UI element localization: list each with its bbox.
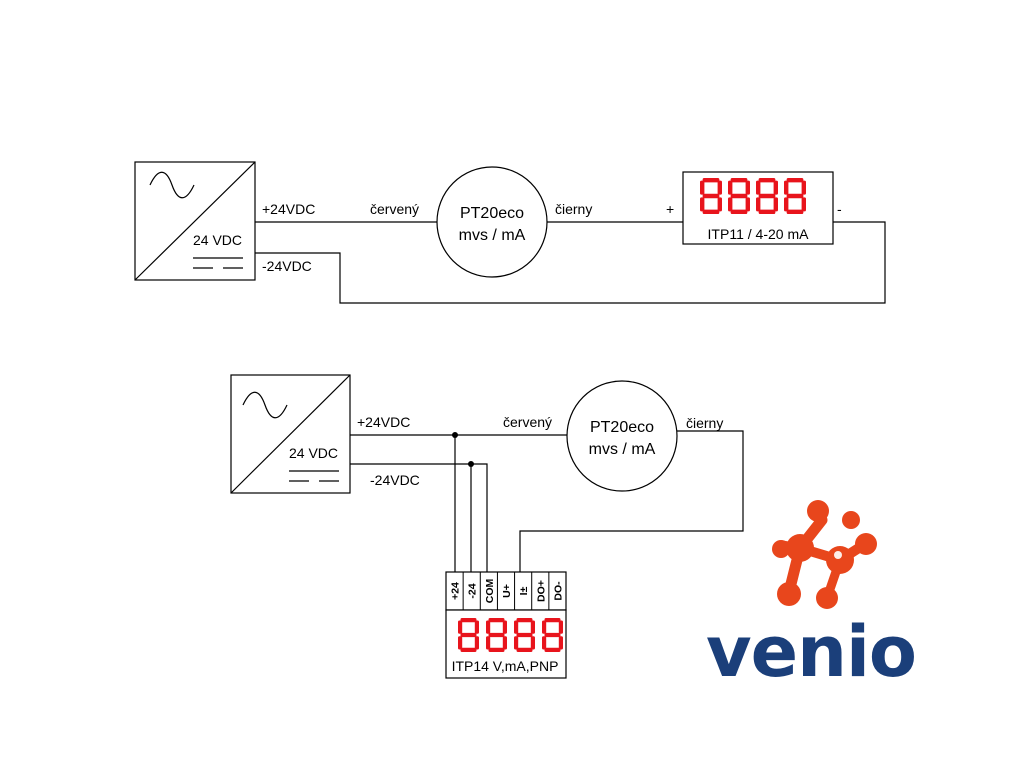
display-segment: [773, 197, 778, 212]
display-segment: [745, 180, 750, 195]
bottom-sensor: [566, 380, 678, 492]
terminal-labels: +24 -24 COM U+ I± DO+ DO-: [450, 579, 565, 604]
display-segment: [516, 632, 533, 638]
display-segment: [702, 209, 720, 214]
top-plus-label: +24VDC: [262, 201, 315, 217]
top-sensor: [436, 166, 548, 278]
top-display-plus: +: [666, 201, 674, 217]
bottom-display-label: ITP14 V,mA,PNP: [452, 658, 559, 674]
display-segment: [460, 647, 477, 652]
display-segment: [460, 632, 477, 638]
display-segment: [786, 193, 804, 199]
display-segment: [502, 620, 507, 634]
display-segment: [786, 178, 804, 183]
display-segment: [474, 636, 479, 650]
bottom-minus-label: -24VDC: [370, 472, 420, 488]
bottom-power-supply: [230, 374, 351, 494]
display-segment: [717, 180, 722, 195]
top-wire-black-label: čierny: [555, 201, 592, 217]
display-segment: [544, 632, 561, 638]
display-segment: [730, 193, 748, 199]
top-sensor-line1: PT20eco: [460, 205, 524, 222]
display-segment: [756, 180, 761, 195]
terminal-label: I±: [518, 586, 530, 595]
display-segment: [544, 647, 561, 652]
display-segment: [486, 620, 491, 634]
display-segment: [514, 620, 519, 634]
display-segment: [486, 636, 491, 650]
display-segment: [558, 620, 563, 634]
display-segment: [758, 178, 776, 183]
top-display-minus: -: [837, 201, 842, 217]
display-segment: [784, 180, 789, 195]
display-segment: [488, 632, 505, 638]
display-segment: [458, 620, 463, 634]
bottom-plus-label: +24VDC: [357, 414, 410, 430]
display-segment: [801, 197, 806, 212]
display-segment: [488, 618, 505, 623]
display-segment: [516, 647, 533, 652]
terminal-label: DO+: [535, 580, 547, 602]
display-segment: [758, 209, 776, 214]
terminal-label: +24: [450, 582, 462, 600]
bottom-wire-red-label: červený: [503, 414, 552, 430]
terminal-label: DO-: [552, 581, 564, 601]
display-segment: [530, 620, 535, 634]
display-segment: [728, 180, 733, 195]
display-segment: [514, 636, 519, 650]
venio-logo-text: venio: [706, 611, 916, 693]
display-segment: [542, 620, 547, 634]
display-segment: [516, 618, 533, 623]
display-segment: [773, 180, 778, 195]
display-segment: [700, 180, 705, 195]
display-segment: [558, 636, 563, 650]
display-segment: [460, 618, 477, 623]
display-segment: [544, 618, 561, 623]
display-segment: [542, 636, 547, 650]
display-segment: [702, 193, 720, 199]
display-segment: [717, 197, 722, 212]
bottom-wire-black-label: čierny: [686, 415, 723, 431]
display-segment: [502, 636, 507, 650]
display-segment: [756, 197, 761, 212]
top-display-label: ITP11 / 4-20 mA: [708, 226, 810, 242]
top-minus-label: -24VDC: [262, 258, 312, 274]
display-segment: [488, 647, 505, 652]
display-segment: [728, 197, 733, 212]
top-power-supply: [134, 161, 256, 281]
venio-logo: venio: [706, 500, 917, 693]
bottom-terminal-block: [445, 571, 567, 611]
display-segment: [758, 193, 776, 199]
terminal-label: COM: [484, 579, 496, 604]
display-segment: [784, 197, 789, 212]
terminal-dividers: [462, 572, 550, 610]
top-sensor-line2: mvs / mA: [459, 227, 526, 244]
terminal-label: U+: [501, 584, 513, 598]
display-segment: [530, 636, 535, 650]
display-segment: [702, 178, 720, 183]
top-wire-red-label: červený: [370, 201, 419, 217]
bottom-sensor-line1: PT20eco: [590, 419, 654, 436]
display-segment: [786, 209, 804, 214]
bottom-display-digits: [458, 618, 563, 652]
terminal-label: -24: [467, 583, 479, 598]
display-segment: [730, 178, 748, 183]
display-segment: [730, 209, 748, 214]
display-segment: [458, 636, 463, 650]
top-display-digits: [700, 178, 806, 214]
display-segment: [474, 620, 479, 634]
display-segment: [801, 180, 806, 195]
bottom-psu-label: 24 VDC: [289, 445, 338, 461]
top-psu-label: 24 VDC: [193, 232, 242, 248]
venio-logo-mark: [772, 500, 877, 609]
bottom-sensor-line2: mvs / mA: [589, 441, 656, 458]
display-segment: [745, 197, 750, 212]
display-segment: [700, 197, 705, 212]
